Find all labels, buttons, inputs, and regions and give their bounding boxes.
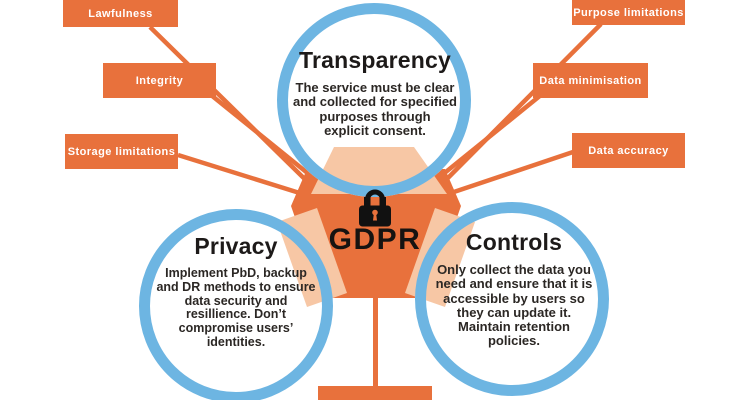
lock-shackle-arc bbox=[365, 189, 385, 200]
controls-circle: Controls Only collect the data you need … bbox=[404, 229, 624, 349]
label-integrity-text: Integrity bbox=[135, 74, 184, 87]
lock-keyhole-stem bbox=[373, 213, 377, 221]
controls-circle-ring bbox=[415, 202, 609, 396]
privacy-body: Implement PbD, backup and DR methods to … bbox=[156, 266, 316, 349]
transparency-title: Transparency bbox=[299, 47, 451, 73]
label-data-minimisation-text: Data minimisation bbox=[539, 74, 642, 87]
label-lawfulness: Lawfulness bbox=[63, 0, 178, 27]
spoke-purpose-limitations bbox=[428, 22, 603, 198]
label-purpose-limitations-text: Purpose limitations bbox=[573, 6, 684, 19]
privacy-circle-ring bbox=[139, 209, 333, 400]
label-data-accuracy: Data accuracy bbox=[572, 133, 685, 168]
privacy-title: Privacy bbox=[194, 233, 278, 259]
label-storage-limitations-text: Storage limitations bbox=[67, 145, 176, 158]
label-integrity: Integrity bbox=[103, 63, 216, 98]
transparency-circle: Transparency The service must be clear a… bbox=[263, 47, 487, 138]
spoke-lawfulness bbox=[148, 25, 324, 198]
bottom-label-box bbox=[318, 386, 432, 400]
lock-keyhole-circle bbox=[372, 209, 378, 216]
label-data-minimisation: Data minimisation bbox=[533, 63, 648, 98]
label-data-accuracy-text: Data accuracy bbox=[588, 144, 669, 157]
controls-title: Controls bbox=[465, 229, 563, 255]
label-purpose-limitations: Purpose limitations bbox=[572, 0, 685, 25]
transparency-body: The service must be clear and collected … bbox=[293, 80, 457, 138]
spoke-lines bbox=[148, 22, 603, 203]
label-lawfulness-text: Lawfulness bbox=[88, 7, 153, 20]
lock-shackle-right-leg bbox=[379, 197, 386, 208]
privacy-circle-fill bbox=[139, 209, 333, 400]
label-storage-limitations: Storage limitations bbox=[65, 134, 178, 169]
gdpr-center-label: GDPR bbox=[328, 223, 422, 256]
transparency-circle-fill bbox=[277, 3, 471, 197]
lock-shackle-left-leg bbox=[364, 197, 371, 208]
controls-body: Only collect the data you need and ensur… bbox=[435, 262, 593, 349]
privacy-circle: Privacy Implement PbD, backup and DR met… bbox=[126, 233, 346, 350]
lock-icon bbox=[359, 189, 391, 227]
